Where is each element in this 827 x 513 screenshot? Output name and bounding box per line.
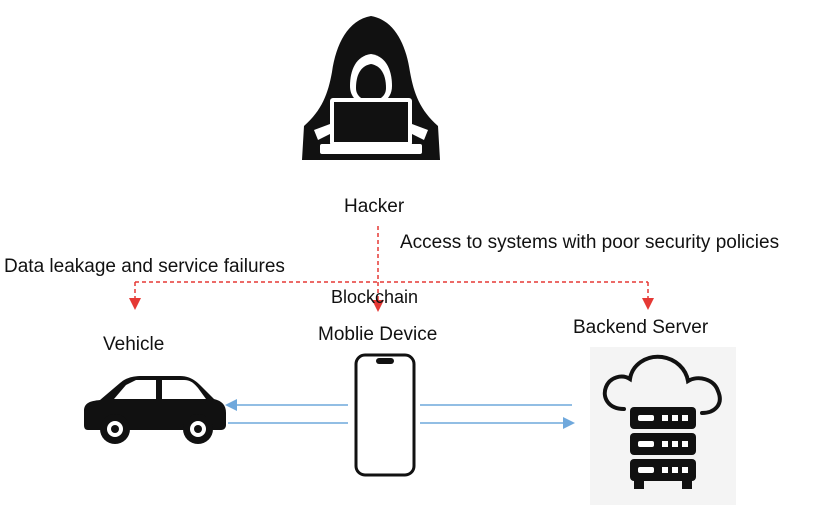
- hooded-hacker-laptop-icon: [302, 16, 440, 160]
- smartphone-icon: [354, 353, 416, 477]
- hacker-label: Hacker: [344, 196, 405, 217]
- cloud-server-stack-icon: [590, 347, 736, 505]
- attack-leak-label: Data leakage and service failures: [4, 256, 285, 277]
- attack-access-label: Access to systems with poor security pol…: [400, 232, 780, 253]
- car-icon: [84, 376, 226, 444]
- backend-server-label: Backend Server: [573, 317, 709, 338]
- mobile-device-label: Moblie Device: [318, 324, 438, 345]
- vehicle-label: Vehicle: [103, 334, 165, 355]
- blockchain-label: Blockchain: [331, 287, 419, 307]
